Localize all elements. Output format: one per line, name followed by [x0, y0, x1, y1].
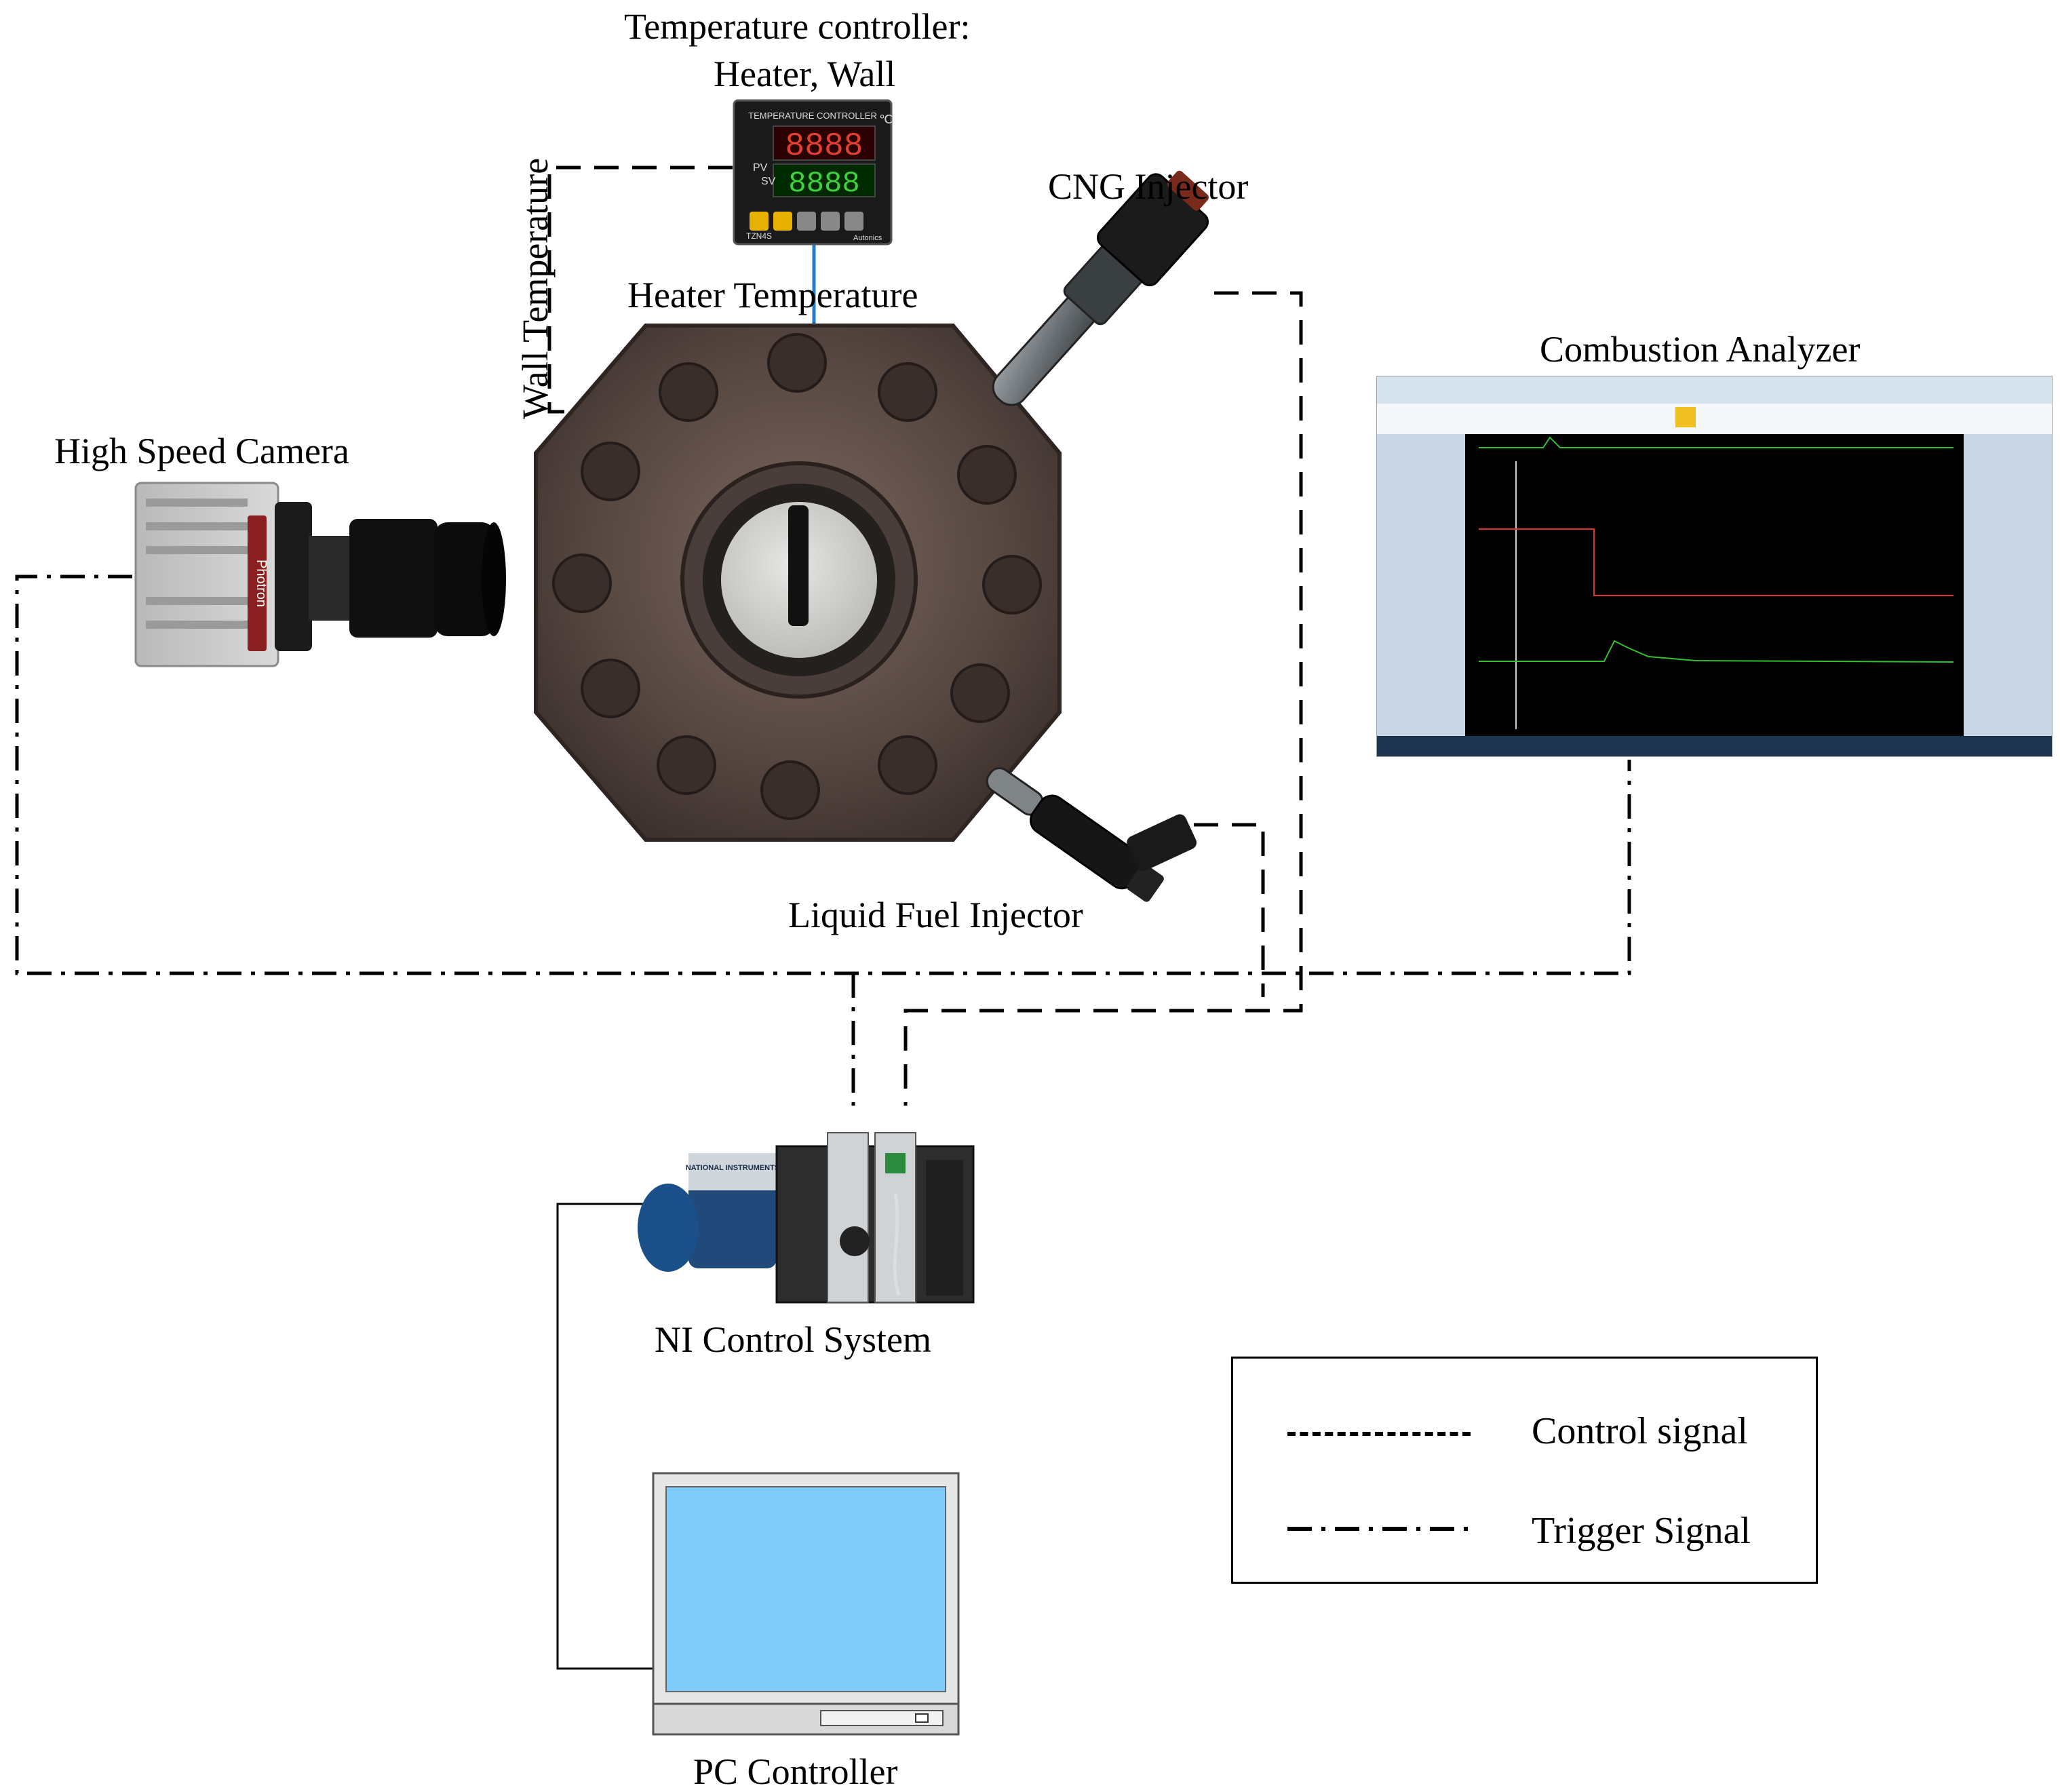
combustion-chamber	[534, 324, 1062, 842]
ni-control-system-label: NI Control System	[655, 1319, 932, 1360]
up-button	[844, 212, 863, 231]
analyzer-taskbar	[1377, 736, 2052, 756]
temp-pv-digits: 8888	[785, 128, 863, 165]
pc-controller-label: PC Controller	[693, 1751, 898, 1792]
control-signal-swatch	[1287, 1432, 1471, 1436]
combustion-analyzer-screen	[1376, 376, 2053, 757]
analyzer-green-trace	[1479, 640, 1954, 663]
high-speed-camera-device: Photron	[134, 482, 506, 667]
analyzer-active-tool	[1675, 407, 1696, 427]
ni-module-1	[827, 1132, 869, 1303]
analyzer-red-trace	[1479, 528, 1954, 596]
md-button	[750, 212, 769, 231]
left-button	[797, 212, 816, 231]
camera-brand-strip	[248, 515, 267, 651]
wall-temperature-label: Wall Temperature	[515, 157, 556, 419]
cng-injector-control-line	[903, 291, 1303, 1106]
analyzer-left-panel	[1377, 434, 1465, 736]
analyzer-titlebar	[1377, 376, 2052, 404]
analyzer-top-trace	[1479, 436, 1954, 448]
high-speed-camera-label: High Speed Camera	[54, 431, 349, 471]
temperature-controller-subtitle: Heater, Wall	[714, 54, 896, 94]
pc-controller-device	[652, 1472, 960, 1736]
camera-trigger-line	[15, 574, 1631, 975]
analyzer-toolbar	[1377, 404, 2052, 434]
analyzer-right-panel	[1964, 434, 2052, 736]
trigger-signal-swatch	[1287, 1527, 1471, 1531]
control-signal-label: Control signal	[1532, 1410, 1748, 1452]
ni-connector-cap	[638, 1184, 699, 1272]
bolt-holes	[552, 333, 1042, 820]
window-slot	[788, 505, 809, 626]
temp-panel-title: TEMPERATURE CONTROLLER	[748, 111, 877, 121]
combustion-analyzer-label: Combustion Analyzer	[1540, 329, 1861, 370]
liquid-fuel-injector-device	[986, 767, 1164, 902]
temp-sv-digits: 8888	[788, 167, 860, 201]
temp-unit: ℃	[879, 113, 893, 126]
trigger-signal-lines	[15, 574, 1631, 1106]
down-button	[821, 212, 840, 231]
at-button	[773, 212, 792, 231]
cng-injector-device	[992, 170, 1209, 406]
camera-brand: Photron	[254, 560, 269, 607]
pc-screen	[665, 1486, 946, 1692]
temp-brand: Autonics	[853, 234, 882, 242]
temp-model: TZN4S	[746, 231, 772, 241]
trigger-signal-label: Trigger Signal	[1532, 1510, 1751, 1552]
heater-temperature-label: Heater Temperature	[627, 275, 918, 315]
temp-pv-label: PV	[753, 162, 768, 174]
temp-sv-label: SV	[761, 176, 776, 187]
ni-control-system-device: NATIONAL INSTRUMENTS	[638, 1132, 975, 1304]
ni-brand: NATIONAL INSTRUMENTS	[686, 1164, 779, 1172]
temperature-controller-device: TEMPERATURE CONTROLLER ℃ 8888 PV 8888 SV…	[733, 99, 893, 246]
liquid-injector-connector	[1127, 814, 1197, 871]
liquid-injector-control-line	[1194, 823, 1265, 997]
liquid-fuel-injector-label: Liquid Fuel Injector	[788, 895, 1083, 935]
legend: Control signal Trigger Signal	[1231, 1357, 1818, 1584]
cng-injector-label: CNG Injector	[1048, 166, 1249, 207]
temperature-controller-title: Temperature controller:	[624, 6, 971, 47]
analyzer-scope	[1465, 434, 1964, 736]
